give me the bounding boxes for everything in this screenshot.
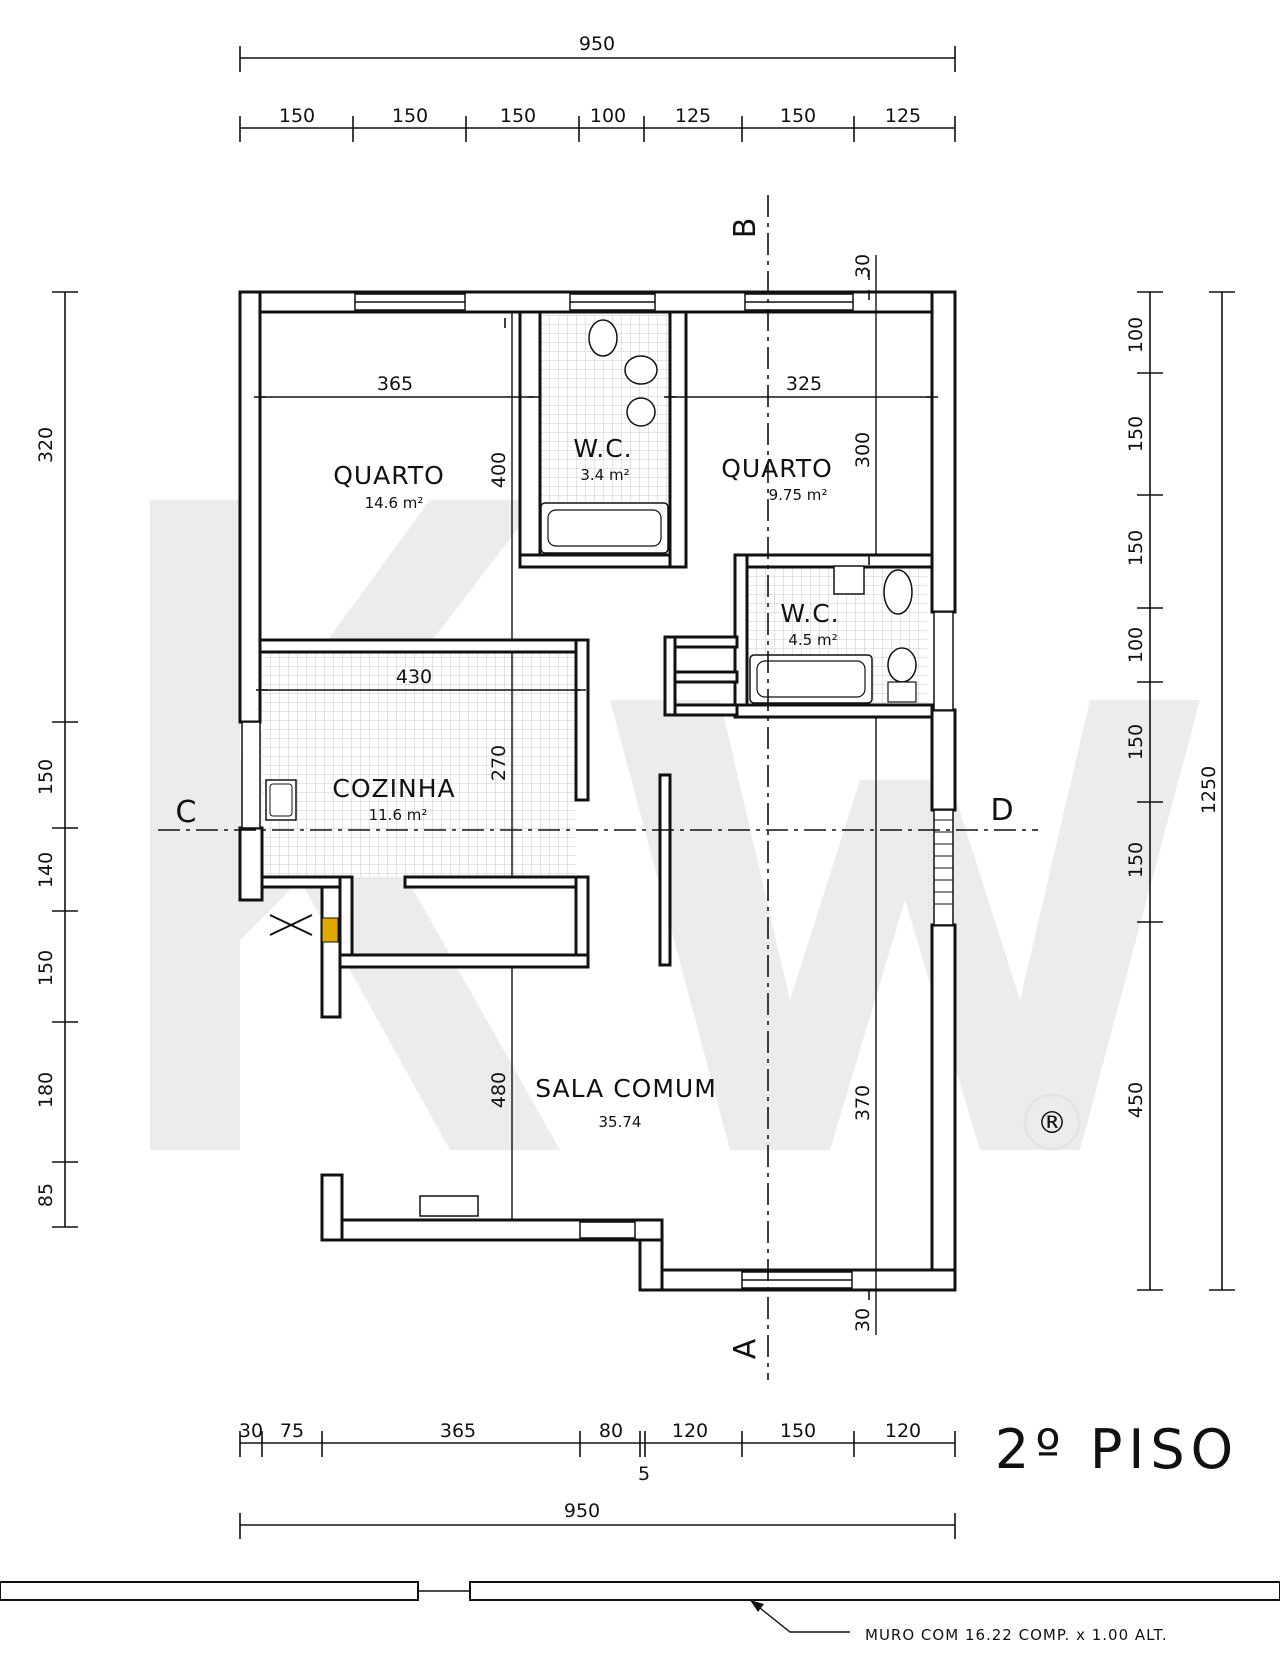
right-dim-6: 150: [1125, 842, 1147, 878]
top-dim-2: 150: [392, 105, 428, 127]
left-dim-3: 140: [35, 852, 57, 888]
right-dim-1: 100: [1125, 317, 1147, 353]
top-dim-3: 150: [500, 105, 536, 127]
quarto1-height-dim: 400: [488, 452, 510, 488]
top-total-dim: 950: [579, 33, 615, 55]
bottom-dim-1: 30: [239, 1420, 263, 1442]
quarto2-height-dim: 300: [852, 432, 874, 468]
top-dimension-lines: [239, 46, 956, 142]
quarto1-name: QUARTO: [333, 461, 445, 490]
cozinha-area: 11.6 m²: [369, 806, 428, 824]
wall-top-dim: 30: [852, 254, 874, 278]
bottom-dimension-lines: [239, 1431, 956, 1539]
floor-title: 2º PISO: [995, 1418, 1239, 1481]
section-mark-d: D: [990, 793, 1013, 828]
cozinha-name: COZINHA: [332, 774, 455, 803]
right-dim-4: 100: [1125, 627, 1147, 663]
top-dim-1: 150: [279, 105, 315, 127]
bottom-dim-7: 120: [885, 1420, 921, 1442]
left-dimension-lines: [52, 291, 78, 1228]
right-dim-2: 150: [1125, 416, 1147, 452]
fixtures: [265, 319, 917, 1217]
quarto1-area: 14.6 m²: [365, 494, 424, 512]
left-dim-1: 320: [35, 427, 57, 463]
left-dim-2: 150: [35, 759, 57, 795]
sala-right-dim: 370: [852, 1085, 874, 1121]
wall-bottom-dim: 30: [852, 1308, 874, 1332]
wc1-name: W.C.: [573, 434, 632, 463]
bottom-dim-6: 150: [780, 1420, 816, 1442]
section-mark-c: C: [176, 795, 197, 830]
top-dim-7: 125: [885, 105, 921, 127]
bottom-total-dim: 950: [564, 1500, 600, 1522]
wc2-area: 4.5 m²: [788, 631, 837, 649]
quarto2-width-dim: 325: [786, 373, 822, 395]
quarto1-width-dim: 365: [377, 373, 413, 395]
cozinha-tiles: [262, 645, 576, 877]
left-dim-4: 150: [35, 950, 57, 986]
cozinha-height-dim: 270: [488, 745, 510, 781]
interior-dimension-lines: [254, 255, 938, 1335]
quarto2-name: QUARTO: [721, 454, 833, 483]
bottom-dim-2: 75: [280, 1420, 304, 1442]
left-dim-6: 85: [35, 1183, 57, 1207]
right-dim-3: 150: [1125, 530, 1147, 566]
cozinha-width-dim: 430: [396, 666, 432, 688]
watermark-registered: ®: [1037, 1106, 1067, 1141]
top-dim-6: 150: [780, 105, 816, 127]
walls: [238, 290, 957, 1292]
top-dim-4: 100: [590, 105, 626, 127]
wall-note: MURO COM 16.22 COMP. x 1.00 ALT.: [865, 1626, 1168, 1644]
sala-left-dim: 480: [488, 1072, 510, 1108]
top-dim-5: 125: [675, 105, 711, 127]
right-total-dim: 1250: [1198, 766, 1220, 814]
bottom-dim-3: 365: [440, 1420, 476, 1442]
section-mark-b: B: [728, 218, 763, 239]
quarto2-area: 9.75 m²: [769, 486, 828, 504]
right-dim-7: 450: [1125, 1082, 1147, 1118]
right-dimension-lines: [1137, 291, 1235, 1291]
bottom-dim-small: 5: [638, 1463, 650, 1485]
left-dim-5: 180: [35, 1072, 57, 1108]
bottom-dim-4: 80: [599, 1420, 623, 1442]
boundary-wall: [0, 1581, 1280, 1633]
sala-area: 35.74: [599, 1113, 642, 1131]
sala-name: SALA COMUM: [535, 1074, 717, 1103]
right-dim-5: 150: [1125, 724, 1147, 760]
section-mark-a: A: [728, 1338, 763, 1359]
wc1-area: 3.4 m²: [580, 466, 629, 484]
windows: [241, 293, 954, 1289]
bottom-dim-5: 120: [672, 1420, 708, 1442]
section-axes: [158, 195, 1038, 1380]
wc2-name: W.C.: [780, 599, 839, 628]
